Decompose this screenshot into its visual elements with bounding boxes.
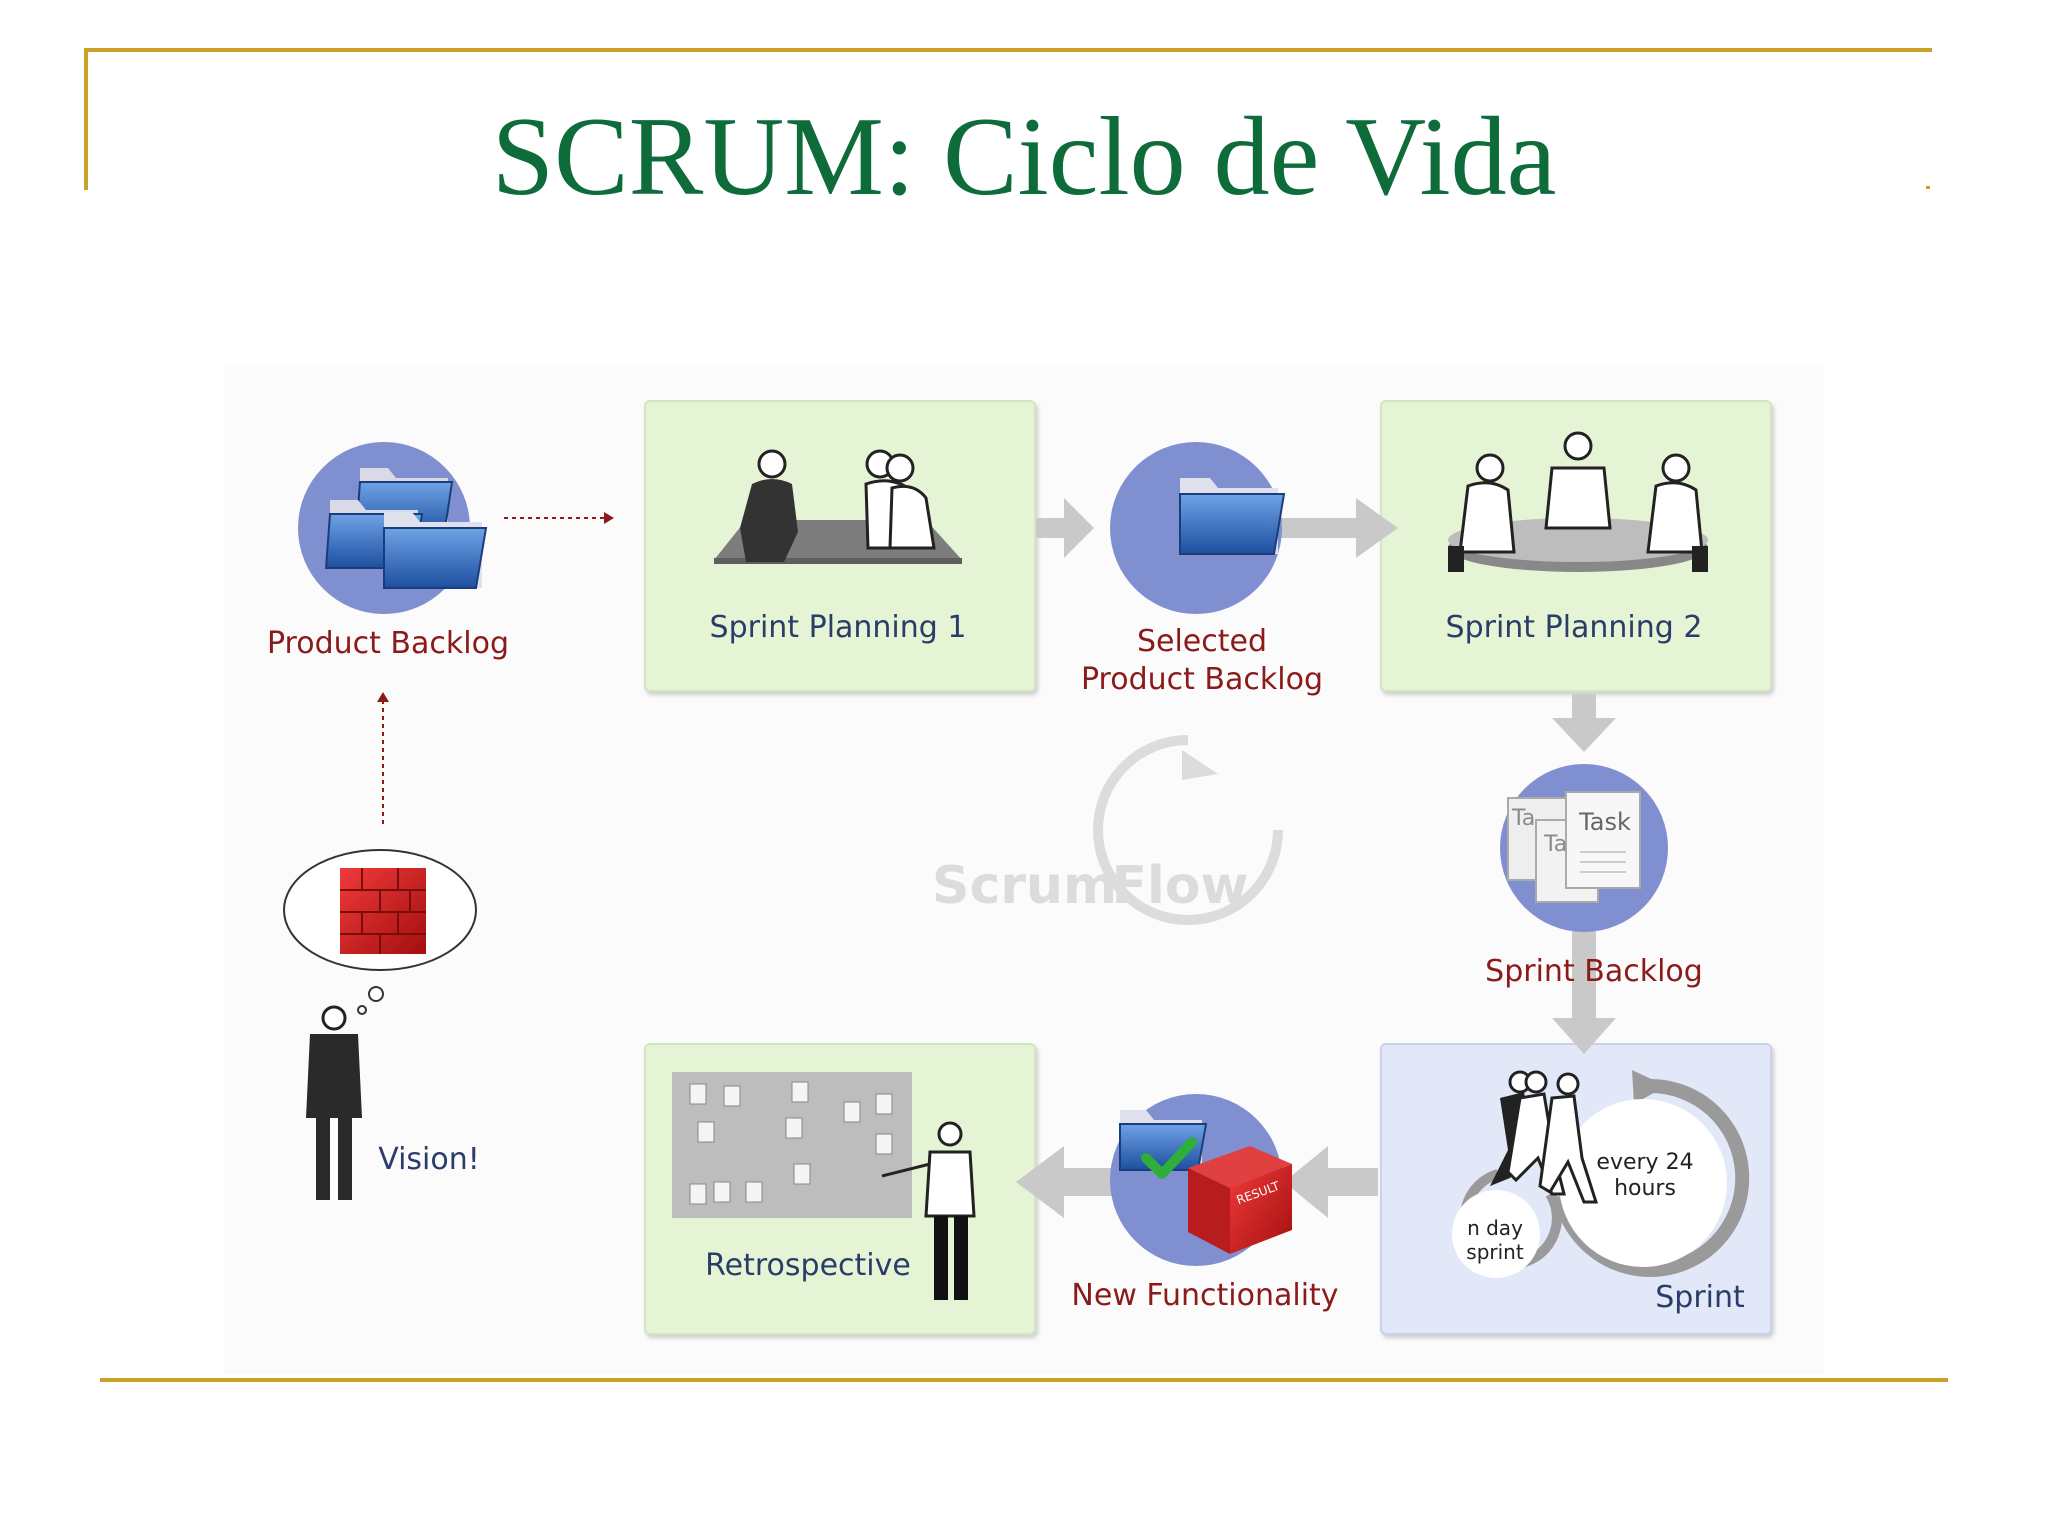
running-team-icon [1490,1070,1599,1204]
every-24-hours-line2: hours [1614,1176,1676,1201]
slide-border-top [84,48,1932,52]
new-functionality-label: New Functionality [1071,1278,1339,1313]
selected-backlog-folder-icon [1179,478,1286,555]
selected-backlog-label-line1: Selected [1136,624,1268,659]
n-day-sprint-line2: sprint [1466,1240,1524,1264]
scrum-flow-label-scrum: Scrum [932,856,1118,916]
planning1-to-selected-arrow [1036,498,1094,558]
checkmark-icon [1141,1137,1197,1179]
every-24-hours-line1: every 24 [1596,1150,1694,1175]
sprint-planning-1-meeting-icon [714,449,962,564]
product-backlog-folders-icon [324,468,488,589]
vision-person-icon [306,1005,362,1200]
sprint-planning-2-label: Sprint Planning 2 [1445,610,1703,645]
sprint-label: Sprint [1655,1280,1745,1315]
functionality-to-retro-arrow [1016,1146,1124,1218]
task-card-label-1: Ta [1512,806,1536,831]
sprint-backlog-label: Sprint Backlog [1485,954,1703,989]
vision-label: Vision! [378,1142,480,1177]
retrospective-presenter-icon [881,1121,976,1300]
product-backlog-label: Product Backlog [266,626,509,661]
selected-backlog-label-line2: Product Backlog [1080,662,1323,697]
sprint-planning-2-meeting-icon [1448,431,1708,572]
n-day-sprint-line1: n day [1467,1216,1523,1240]
result-box-icon [1188,1146,1292,1254]
product-vision-brick-icon [340,868,426,954]
retrospective-board-icon [672,1072,912,1218]
slide-border-left [84,48,88,190]
task-cards-icon [1507,791,1641,903]
slide-title: SCRUM: Ciclo de Vida [491,95,1557,219]
slide-border-bottom [100,1378,1948,1382]
sprint-planning-1-label: Sprint Planning 1 [709,610,967,645]
scrum-flow-label-flow: Flow [1111,856,1249,916]
selected-to-planning2-arrow [1276,498,1398,558]
scrum-flow-cycle-icon [1093,735,1283,925]
task-card-label-3: Task [1579,808,1631,836]
task-card-label-2: Ta [1544,832,1568,857]
slide-corner-mark [1926,186,1930,189]
planning2-to-backlog-arrow [1552,694,1616,752]
backlog-to-sprint-arrow [1552,920,1616,1054]
sprint-cycle-icon [1452,1070,1750,1278]
sprint-to-functionality-arrow [1284,1146,1378,1218]
retrospective-label: Retrospective [705,1248,911,1283]
